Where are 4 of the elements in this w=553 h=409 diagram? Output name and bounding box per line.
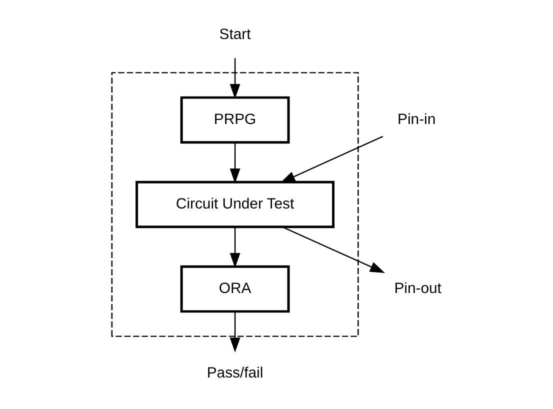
node-text: Start — [218, 26, 250, 44]
node-text: Pin-in — [397, 110, 436, 128]
node-text: Pass/fail — [206, 364, 263, 382]
node-text: Pin-out — [394, 280, 441, 297]
